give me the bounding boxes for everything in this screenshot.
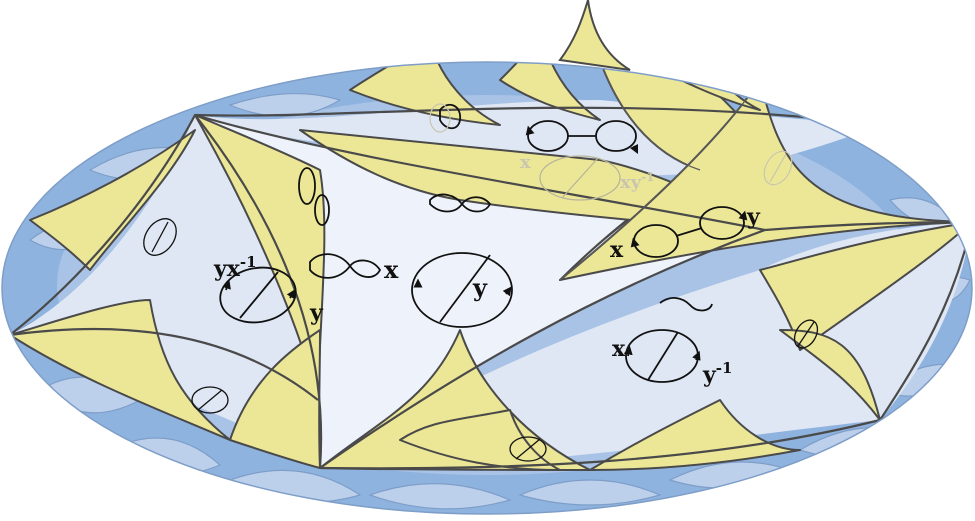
left-y-label: y: [309, 300, 324, 326]
center-y-label: y: [472, 273, 488, 302]
top-cusp: [560, 0, 630, 70]
right-lower-x-label: x: [612, 336, 626, 362]
top-faint-x-label: x: [520, 152, 531, 173]
center-x-label: x: [384, 255, 399, 284]
right-upper-y-label: y: [746, 204, 761, 230]
right-upper-x-label: x: [610, 237, 624, 263]
